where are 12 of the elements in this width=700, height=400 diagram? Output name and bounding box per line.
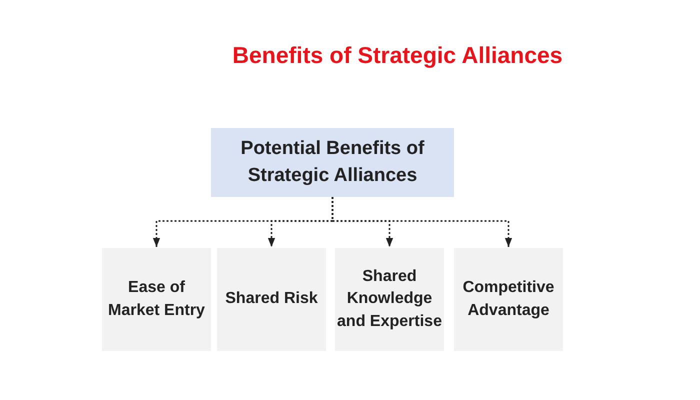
benefit-box bbox=[217, 248, 326, 351]
box-label: Competitive Advantage bbox=[462, 278, 556, 320]
root-box bbox=[211, 128, 454, 197]
box-label: Shared Knowledge and Expertise bbox=[336, 266, 443, 332]
benefit-box bbox=[454, 248, 563, 351]
benefit-box bbox=[102, 248, 211, 351]
box-label: Potential Benefits of Strategic Alliances bbox=[240, 136, 426, 188]
arrow bbox=[332, 197, 512, 247]
title: Benefits of Strategic Alliances bbox=[231, 42, 564, 69]
benefit-box bbox=[335, 248, 444, 351]
box-label: Ease of Market Entry bbox=[107, 278, 206, 320]
box-label: Shared Risk bbox=[225, 289, 318, 310]
